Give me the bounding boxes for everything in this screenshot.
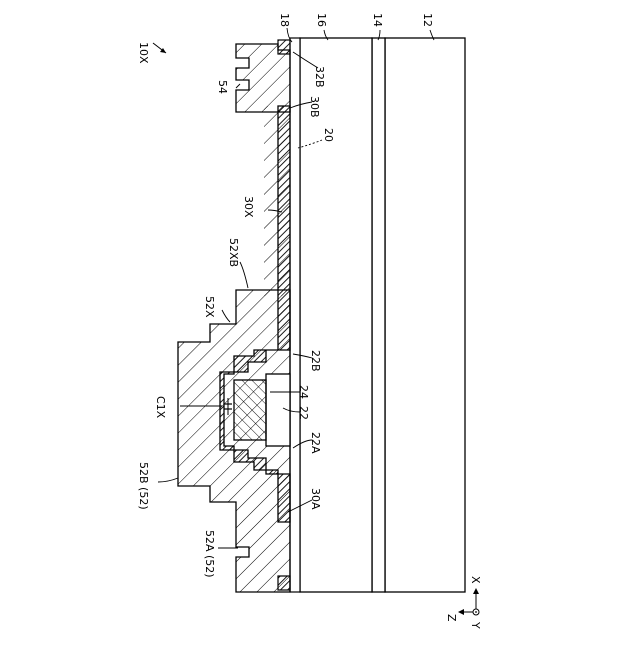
label-54: 54 bbox=[216, 80, 229, 94]
label-52X: 52X bbox=[203, 296, 216, 318]
label-22A: 22A bbox=[309, 432, 322, 454]
label-22B: 22B bbox=[309, 350, 322, 372]
label-20: 20 bbox=[322, 128, 335, 142]
label-52XB: 52XB bbox=[227, 238, 240, 267]
axis-x-arrowhead bbox=[473, 588, 479, 594]
axis-y-label: Y bbox=[469, 621, 482, 629]
axis-z-label: Z bbox=[445, 614, 458, 622]
insulating-film-end bbox=[278, 576, 290, 590]
axis-x-label: X bbox=[469, 576, 482, 584]
label-12: 12 bbox=[421, 13, 434, 27]
label-32B: 32B bbox=[313, 66, 326, 88]
label-30A: 30A bbox=[309, 488, 322, 510]
label-10X: 10X bbox=[137, 42, 150, 64]
insulating-film-32B bbox=[278, 40, 290, 54]
label-24: 24 bbox=[297, 385, 310, 399]
layer-14 bbox=[372, 38, 385, 592]
label-18: 18 bbox=[278, 13, 291, 27]
substrate-12 bbox=[385, 38, 465, 592]
axis-y-dot bbox=[475, 611, 477, 613]
label-52A: 52A (52) bbox=[203, 530, 216, 578]
label-16: 16 bbox=[315, 13, 328, 27]
label-30X: 30X bbox=[242, 196, 255, 218]
label-C1X: C1X bbox=[154, 396, 167, 419]
label-52B: 52B (52) bbox=[137, 462, 150, 510]
label-30B: 30B bbox=[308, 96, 321, 118]
label-22: 22 bbox=[297, 406, 310, 420]
cap-layer-24 bbox=[234, 380, 266, 440]
label-14: 14 bbox=[371, 13, 384, 27]
